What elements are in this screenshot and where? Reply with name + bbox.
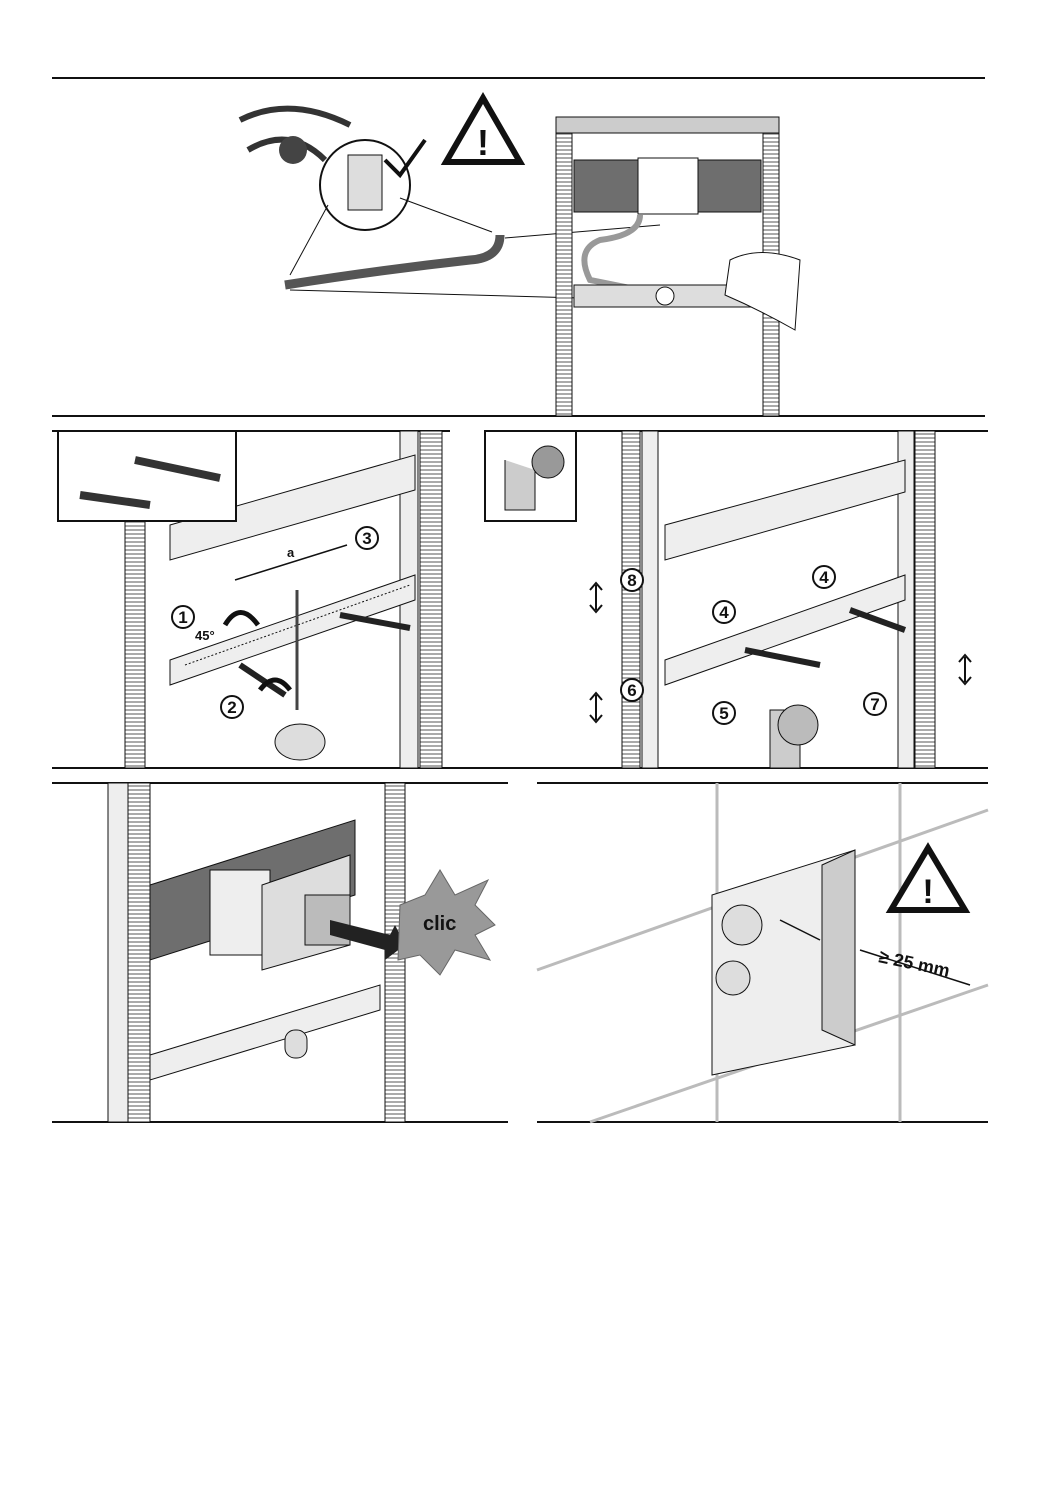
- panel-mount-bolts: a 45° 1 2 3: [52, 430, 450, 769]
- panel-adjust-height: 4 4 5 6 7 8: [484, 430, 988, 769]
- panel-click-module: clic: [107, 782, 496, 1123]
- depth-measurement: ≥ 25 mm: [877, 946, 952, 981]
- panel-tile-depth: ≥ 25 mm !: [536, 783, 989, 1124]
- svg-text:7: 7: [870, 695, 879, 714]
- step-4b: 4: [812, 565, 836, 589]
- step-3: 3: [355, 526, 379, 550]
- hose: [284, 234, 505, 290]
- push-arrow-icon: [330, 920, 405, 960]
- panel-connect-hose: !: [238, 92, 801, 417]
- distance-label: a: [287, 545, 295, 560]
- step-4a: 4: [712, 600, 736, 624]
- hand-icon: [724, 252, 801, 331]
- step-1: 1: [171, 605, 195, 629]
- step-8: 8: [620, 568, 644, 592]
- svg-text:8: 8: [627, 571, 636, 590]
- svg-text:1: 1: [178, 608, 187, 627]
- svg-text:!: !: [922, 873, 933, 911]
- svg-text:!: !: [477, 122, 489, 163]
- click-burst: [397, 869, 496, 976]
- angle-label: 45°: [195, 628, 215, 643]
- rotate-arrow-icon: [258, 677, 292, 692]
- svg-text:3: 3: [362, 529, 371, 548]
- svg-text:2: 2: [227, 698, 236, 717]
- warning-icon: !: [440, 92, 526, 165]
- step-2: 2: [220, 695, 244, 719]
- svg-text:4: 4: [719, 603, 729, 622]
- svg-text:4: 4: [819, 568, 829, 587]
- warning-icon: !: [885, 842, 971, 913]
- distance-dimension: [234, 544, 348, 581]
- click-callout: clic: [423, 913, 456, 935]
- rotate-arrow-icon: [222, 610, 261, 627]
- svg-text:6: 6: [627, 681, 636, 700]
- vertical-arrow-icon: [589, 581, 603, 614]
- step-6: 6: [620, 678, 644, 702]
- vertical-arrow-icon: [589, 691, 603, 724]
- step-5: 5: [712, 701, 736, 725]
- step-7: 7: [863, 692, 887, 716]
- vertical-arrow-icon: [958, 653, 972, 686]
- checkmark-icon: [383, 138, 427, 179]
- svg-text:5: 5: [719, 704, 728, 723]
